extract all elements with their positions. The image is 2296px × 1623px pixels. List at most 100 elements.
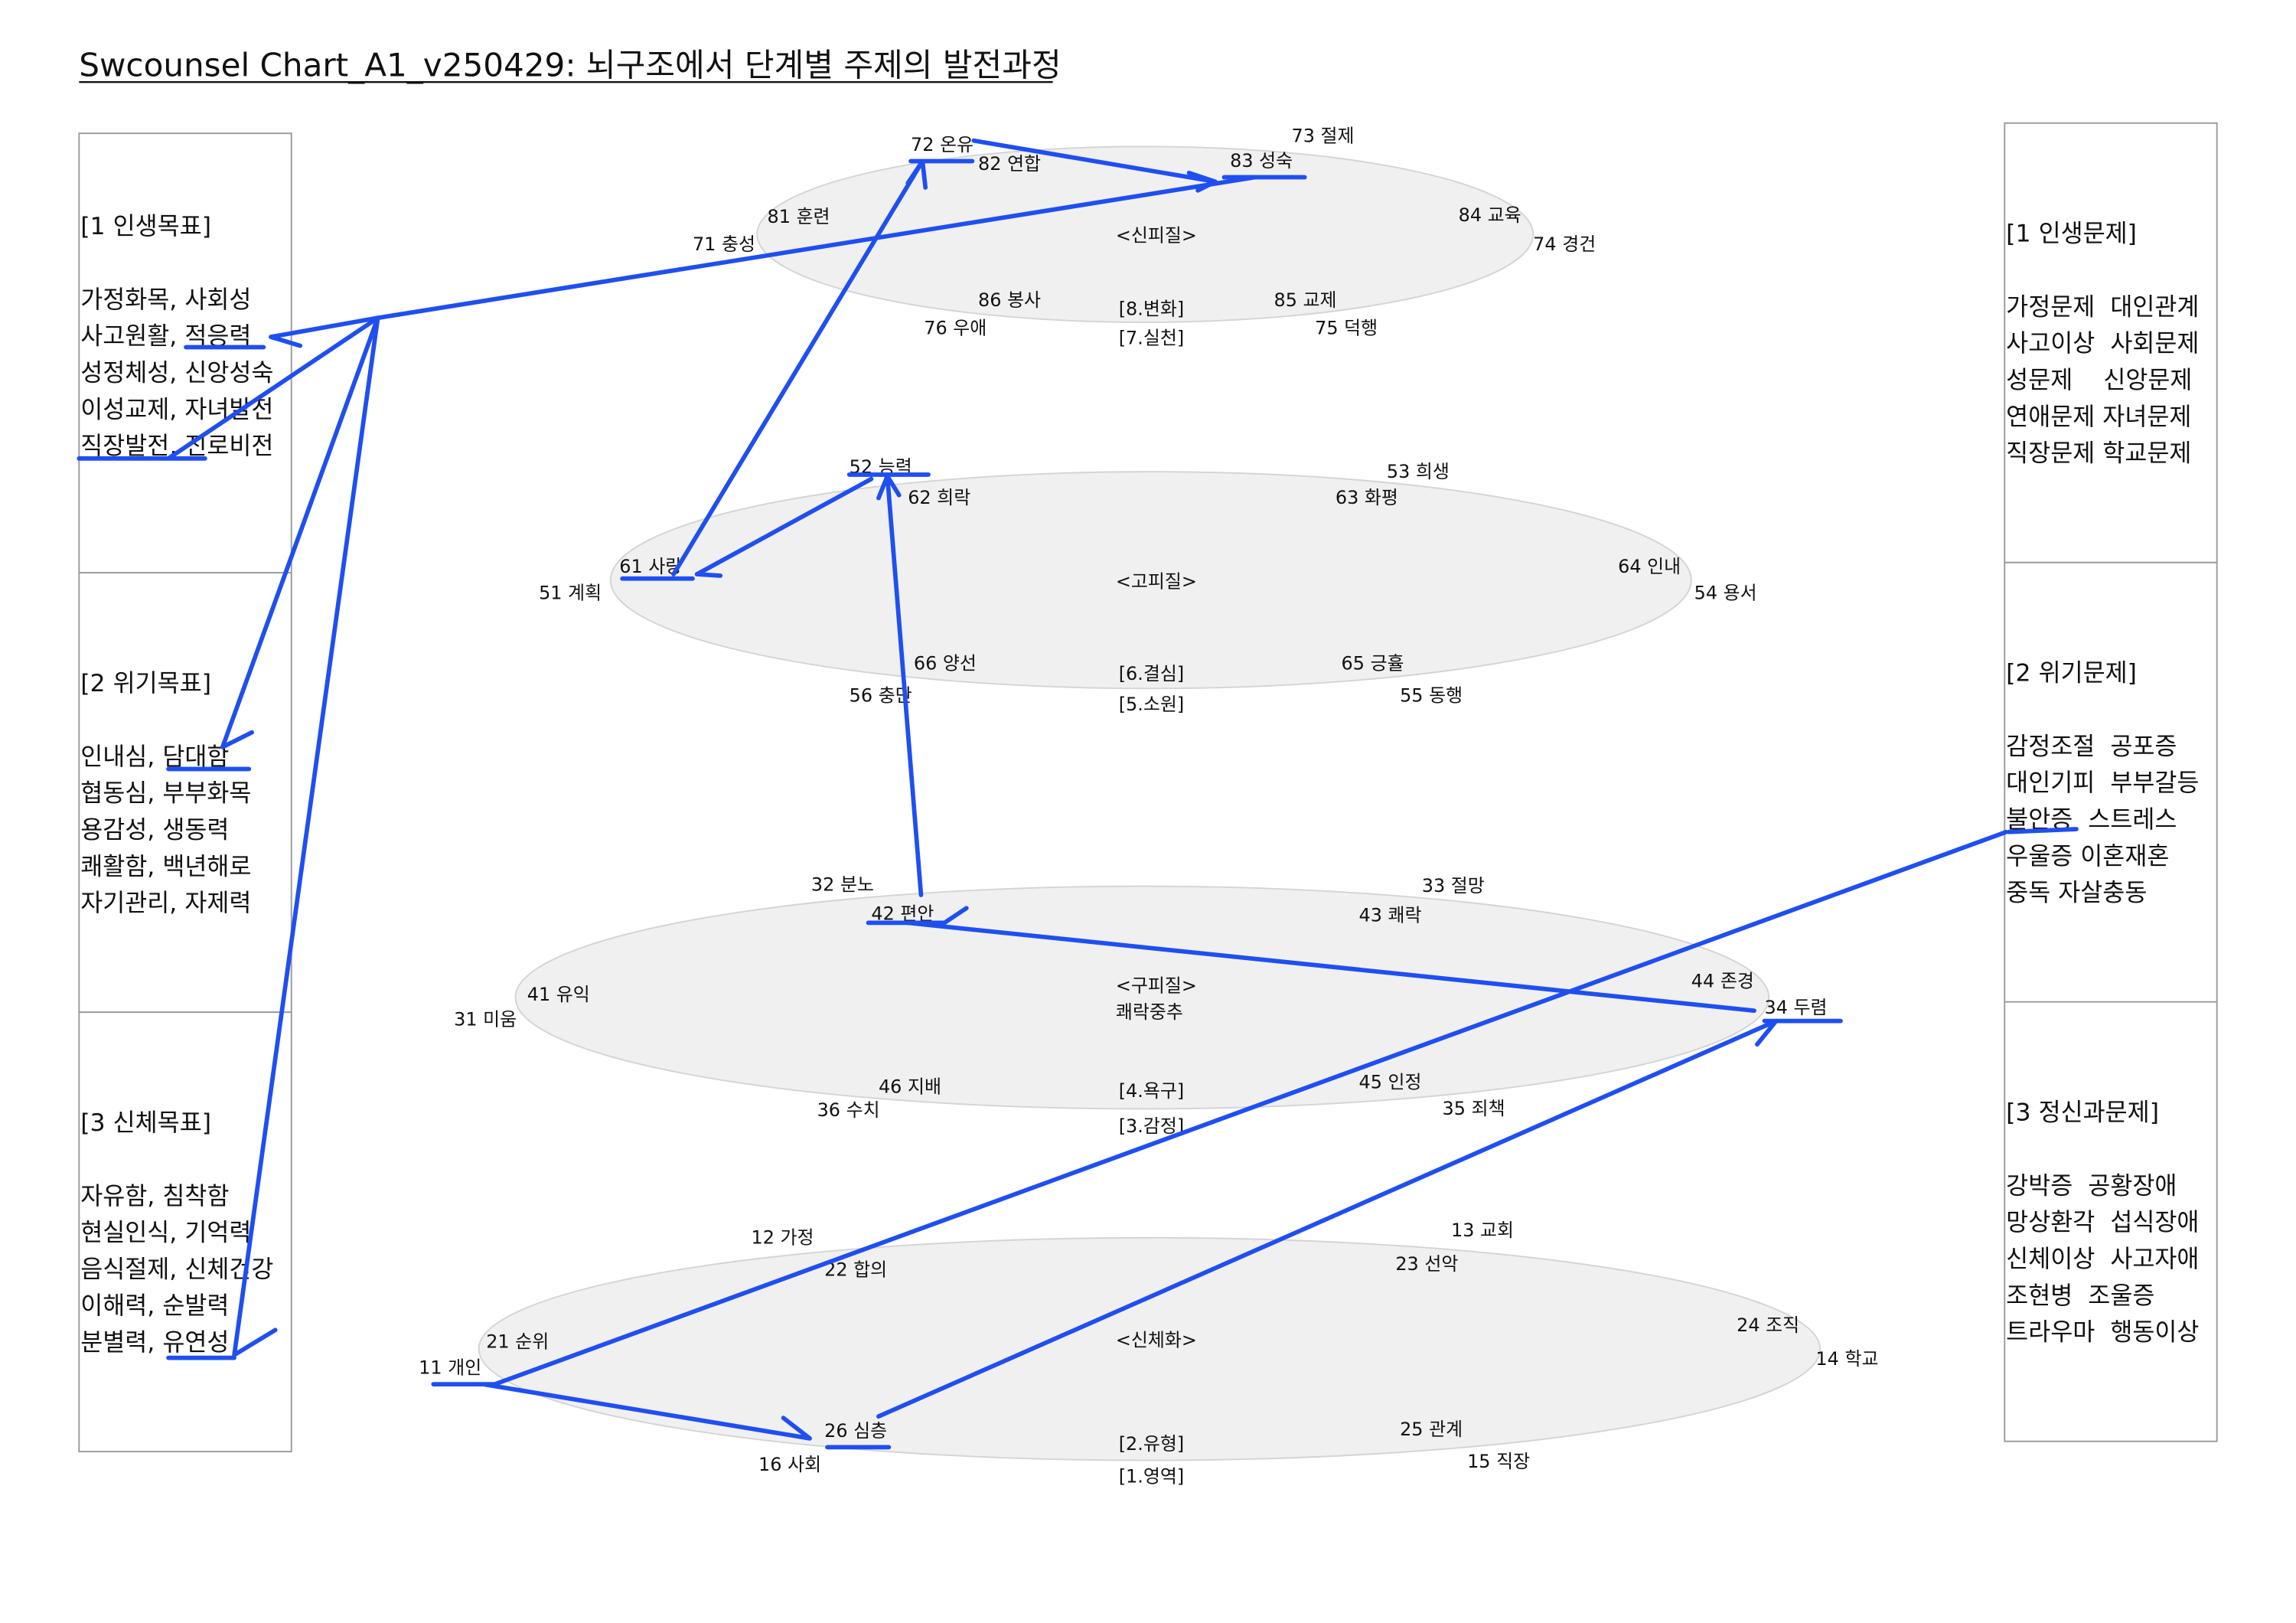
right-problems-panel: [1 인생문제] 가정문제 대인관계 사고이상 사회문제 성문제 신앙문제 연애… — [2004, 122, 2218, 1442]
stage-label: [1.영역] — [1119, 1465, 1184, 1487]
node-label: 43 쾌락 — [1359, 904, 1422, 926]
section-life-problems: [1 인생문제] 가정문제 대인관계 사고이상 사회문제 성문제 신앙문제 연애… — [2006, 220, 2199, 468]
list-item: 조현병 조울증 — [2006, 1282, 2154, 1310]
node-label: 75 덕행 — [1315, 317, 1378, 338]
layer-ellipse — [609, 471, 1692, 690]
node-label: 24 조직 — [1737, 1314, 1799, 1336]
node-label: 66 양선 — [914, 652, 977, 674]
arrow-individual-to-depth — [431, 1382, 812, 1441]
section-heading: [1 인생문제] — [2006, 220, 2137, 248]
node-label: 25 관계 — [1400, 1419, 1463, 1440]
layer-paleocortex: 52 능력 53 희생 62 희락 63 화평 61 사랑 51 계획 64 인… — [539, 456, 1757, 715]
node-label: 16 사회 — [758, 1454, 821, 1475]
layer-ellipse — [514, 885, 1770, 1110]
list-item: 가정화목, 사회성 — [80, 286, 251, 314]
arrow-depth-to-fear — [825, 1018, 1779, 1450]
node-label: 44 존경 — [1691, 971, 1754, 992]
node-label: 72 온유 — [911, 134, 974, 155]
node-label: 32 분노 — [811, 874, 874, 895]
stage-label: [3.감정] — [1119, 1115, 1184, 1137]
stage-label: [2.유형] — [1119, 1433, 1184, 1455]
node-label: 82 연합 — [978, 153, 1041, 175]
arrow-hub-to-courage — [166, 315, 380, 772]
page-title: Swcounsel Chart_A1_v250429: 뇌구조에서 단계별 주제… — [79, 47, 1061, 84]
node-label: 84 교육 — [1459, 204, 1521, 226]
list-item: 감정조절 공포증 — [2006, 733, 2177, 760]
list-item: 직장문제 학교문제 — [2006, 440, 2191, 468]
section-crisis-goals: [2 위기목표] 인내심, 담대함 협동심, 부부화목 용감성, 생동력 쾌활함… — [80, 670, 251, 917]
node-label: 22 합의 — [824, 1259, 887, 1281]
node-label: 45 인정 — [1359, 1072, 1422, 1093]
node-label: 74 경건 — [1533, 233, 1596, 255]
arrow-love-to-gentleness — [671, 158, 975, 576]
section-heading: [2 위기목표] — [80, 670, 211, 697]
list-item: 연애문제 자녀문제 — [2006, 403, 2191, 431]
stage-label: [7.실천] — [1119, 328, 1184, 349]
section-heading: [3 정신과문제] — [2006, 1099, 2159, 1127]
stage-label: [8.변화] — [1119, 298, 1184, 319]
list-item: 쾌활함, 백년해로 — [80, 853, 251, 880]
node-label: 34 두렴 — [1764, 997, 1827, 1018]
node-label: 46 지배 — [879, 1076, 941, 1097]
list-item: 자기관리, 자제력 — [80, 890, 251, 917]
section-body-goals: [3 신체목표] 자유함, 침착함 현실인식, 기억력 음식절제, 신체건강 이… — [80, 1109, 273, 1357]
node-label: 21 순위 — [486, 1331, 549, 1352]
node-label: 31 미움 — [454, 1008, 517, 1030]
node-label: 81 훈련 — [768, 206, 830, 227]
underline-comfort — [866, 906, 969, 926]
list-item: 이해력, 순발력 — [80, 1292, 229, 1320]
layer-name: <신체화> — [1116, 1329, 1197, 1350]
arrow-gentleness-to-maturity — [971, 138, 1218, 193]
left-panel-box — [78, 132, 292, 1453]
node-label: 56 충만 — [850, 685, 912, 707]
list-item: 대인기피 부부갈등 — [2006, 769, 2199, 797]
node-label: 62 희락 — [908, 487, 970, 508]
layer-subtitle: 쾌락중추 — [1116, 1001, 1183, 1023]
node-label: 15 직장 — [1467, 1451, 1530, 1472]
list-item: 현실인식, 기억력 — [80, 1220, 251, 1247]
node-label: 14 학교 — [1815, 1348, 1878, 1370]
list-item: 용감성, 생동력 — [80, 816, 229, 844]
section-crisis-problems: [2 위기문제] 감정조절 공포증 대인기피 부부갈등 불안증 스트레스 우울증… — [2006, 660, 2199, 907]
line-hub-to-career — [77, 315, 380, 461]
arrow-hub-to-maturity — [375, 175, 1257, 321]
section-heading: [3 신체목표] — [80, 1109, 211, 1137]
node-label: 33 절망 — [1422, 875, 1485, 896]
node-label: 13 교회 — [1451, 1220, 1514, 1241]
list-item: 협동심, 부부화목 — [80, 780, 251, 808]
node-label: 64 인내 — [1618, 556, 1681, 577]
node-label: 53 희생 — [1387, 461, 1450, 482]
layer-somatization: 12 가정 13 교회 22 합의 23 선악 21 순위 11 개인 24 조… — [419, 1220, 1878, 1487]
right-panel-box — [2004, 122, 2218, 1442]
node-label: 36 수치 — [817, 1099, 880, 1121]
list-item: 사고이상 사회문제 — [2006, 330, 2199, 358]
node-label: 85 교제 — [1274, 289, 1337, 311]
node-label: 54 용서 — [1694, 583, 1757, 604]
left-goals-panel: [1 인생목표] 가정화목, 사회성 사고원활, 적응력 성정체성, 신앙성숙 … — [78, 132, 292, 1453]
node-label: 65 긍휼 — [1342, 652, 1404, 674]
arrow-hub-to-flexibility — [166, 315, 380, 1360]
stage-label: [4.욕구] — [1119, 1080, 1184, 1102]
list-item: 분별력, 유연성 — [80, 1329, 229, 1357]
layer-name: <신피질> — [1116, 225, 1197, 247]
list-item: 강박증 공황장애 — [2006, 1172, 2177, 1200]
node-label: 76 우애 — [924, 317, 987, 338]
node-label: 11 개인 — [419, 1357, 481, 1379]
node-label: 86 봉사 — [978, 289, 1041, 311]
layer-neocortex: 72 온유 82 연합 73 절제 83 성숙 81 훈련 71 충성 84 교… — [693, 126, 1596, 349]
node-label: 23 선악 — [1395, 1253, 1458, 1275]
layer-ellipse — [756, 145, 1534, 323]
list-item: 자유함, 침착함 — [80, 1183, 229, 1210]
section-heading: [2 위기문제] — [2006, 660, 2137, 687]
node-label: 35 죄책 — [1443, 1098, 1505, 1119]
layer-name: <구피질> — [1116, 975, 1197, 996]
list-item: 트라우마 행동이상 — [2006, 1319, 2199, 1347]
node-label: 55 동행 — [1400, 685, 1463, 707]
list-item: 가정문제 대인관계 — [2006, 293, 2199, 321]
annotation-strokes — [77, 138, 2079, 1450]
layer-ellipse — [478, 1236, 1821, 1461]
node-label: 12 가정 — [752, 1226, 814, 1248]
node-label: 26 심층 — [824, 1420, 887, 1442]
section-psychiatric-problems: [3 정신과문제] 강박증 공황장애 망상환각 섭식장애 신체이상 사고자애 조… — [2006, 1099, 2199, 1347]
